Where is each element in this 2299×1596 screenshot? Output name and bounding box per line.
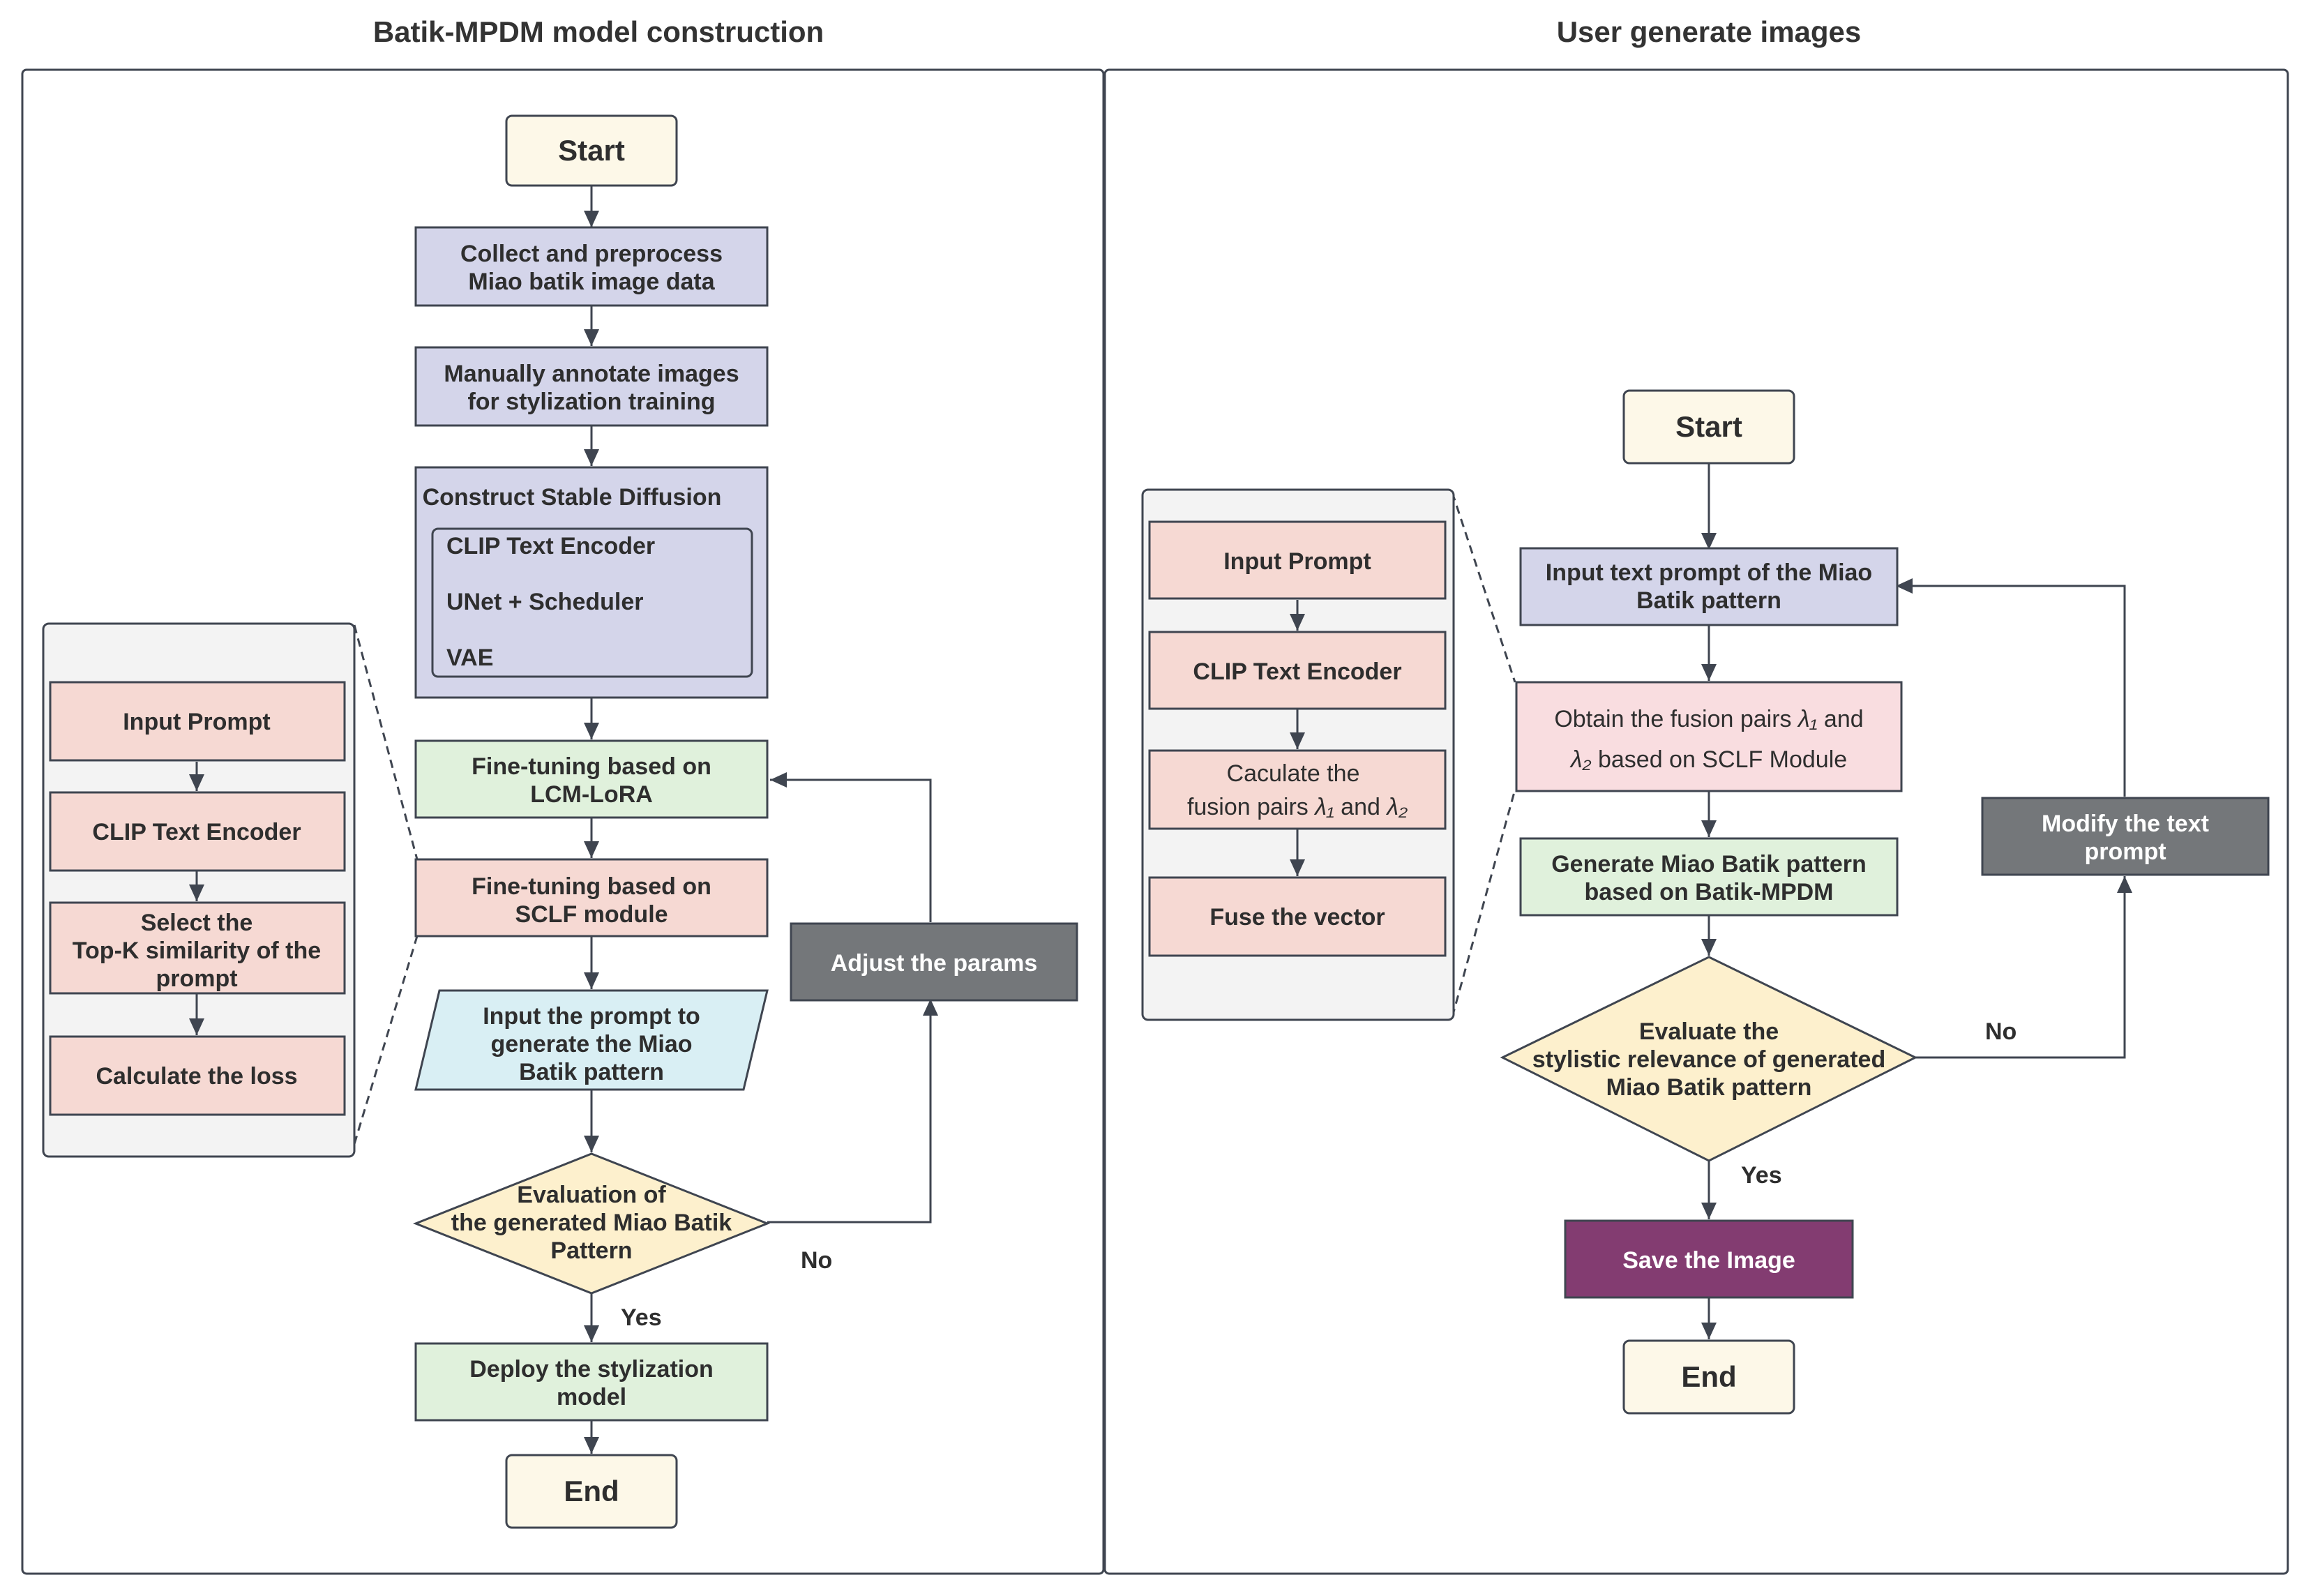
evaluate-line-3: Miao Batik pattern <box>1606 1074 1812 1101</box>
obtain-line-2: λ₂ based on SCLF Module <box>1569 746 1847 773</box>
right-end-node: End <box>1622 1339 1795 1415</box>
evaluation-line-1: Evaluation of <box>517 1182 666 1208</box>
evaluate-relevance-decision: Evaluate the stylistic relevance of gene… <box>1500 956 1918 1162</box>
evaluation-line-2: the generated Miao Batik <box>451 1210 732 1236</box>
adjust-params-step: Adjust the params <box>790 922 1078 1002</box>
evaluation-decision: Evaluation of the generated Miao Batik P… <box>412 1152 771 1295</box>
collect-line-1: Collect and preprocess <box>460 241 723 267</box>
save-image-step: Save the Image <box>1564 1219 1854 1299</box>
obtain-line-1-post: and <box>1817 706 1863 732</box>
input-text-line-2: Batik pattern <box>1636 587 1781 614</box>
obtain-line-2-post: based on SCLF Module <box>1592 746 1848 773</box>
right-detail-input-prompt: Input Prompt <box>1223 548 1371 575</box>
right-detail-calc-and: and <box>1334 794 1387 820</box>
construct-components-box <box>431 527 753 678</box>
right-detail-calc-pre: fusion pairs <box>1187 794 1315 820</box>
right-detail-lambda-1: λ₁ <box>1313 794 1334 820</box>
save-image-label: Save the Image <box>1622 1247 1795 1274</box>
right-panel-frame <box>1103 68 2289 1575</box>
generate-pattern-step: Generate Miao Batik pattern based on Bat… <box>1519 837 1899 917</box>
evaluate-line-2: stylistic relevance of generated <box>1532 1046 1885 1073</box>
finetune-sclf-line-2: SCLF module <box>515 901 668 928</box>
modify-prompt-step: Modify the text prompt <box>1981 797 2270 876</box>
left-sclf-detail-panel: Input Prompt CLIP Text Encoder Select th… <box>42 622 356 1158</box>
evaluation-line-3: Pattern <box>550 1237 632 1264</box>
right-no-label: No <box>1985 1018 2017 1045</box>
left-detail-input-prompt: Input Prompt <box>123 709 271 735</box>
left-end-node: End <box>505 1454 678 1529</box>
finetune-lcm-lora-step: Fine-tuning based on LCM-LoRA <box>414 739 769 819</box>
right-detail-calc-line-1: Caculate the <box>1227 760 1360 787</box>
obtain-line-1: Obtain the fusion pairs λ₁ and <box>1554 706 1863 732</box>
right-section-title: User generate images <box>1557 15 1862 48</box>
collect-line-2: Miao batik image data <box>468 269 715 295</box>
construct-item-vae: VAE <box>446 645 493 671</box>
obtain-line-1-pre: Obtain the fusion pairs <box>1554 706 1798 732</box>
right-detail-calc-line-2: fusion pairs λ₁ and λ₂ <box>1187 794 1408 820</box>
left-yes-label: Yes <box>621 1304 662 1331</box>
left-arrows <box>353 186 938 1454</box>
left-detail-clip: CLIP Text Encoder <box>92 819 301 845</box>
right-fusion-detail-panel: Input Prompt CLIP Text Encoder Caculate … <box>1141 488 1455 1021</box>
finetune-lcm-line-1: Fine-tuning based on <box>472 753 711 780</box>
finetune-sclf-line-1: Fine-tuning based on <box>472 873 711 900</box>
finetune-sclf-step: Fine-tuning based on SCLF module <box>414 858 769 938</box>
left-detail-loss: Calculate the loss <box>96 1063 297 1090</box>
evaluate-line-1: Evaluate the <box>1639 1018 1779 1045</box>
left-start-label: Start <box>558 134 625 167</box>
input-text-prompt-step: Input text prompt of the Miao Batik patt… <box>1519 547 1899 626</box>
collect-data-step: Collect and preprocess Miao batik image … <box>414 226 769 307</box>
deploy-line-1: Deploy the stylization <box>469 1356 714 1383</box>
left-start-node: Start <box>505 114 678 187</box>
construct-item-clip: CLIP Text Encoder <box>446 533 655 559</box>
input-prompt-io-line-1: Input the prompt to <box>483 1003 700 1030</box>
right-detail-fuse: Fuse the vector <box>1209 904 1385 931</box>
adjust-params-label: Adjust the params <box>831 950 1038 977</box>
input-prompt-io-step: Input the prompt to generate the Miao Ba… <box>414 989 769 1091</box>
modify-line-1: Modify the text <box>2042 811 2209 837</box>
left-detail-select-line-2: Top-K similarity of the <box>73 938 321 964</box>
finetune-lcm-line-2: LCM-LoRA <box>530 781 653 808</box>
obtain-lambda-1: λ₁ <box>1797 706 1817 732</box>
annotate-line-2: for stylization training <box>467 389 715 415</box>
construct-item-unet: UNet + Scheduler <box>446 589 643 615</box>
deploy-model-step: Deploy the stylization model <box>414 1342 769 1422</box>
input-prompt-io-line-2: generate the Miao <box>490 1031 692 1057</box>
left-end-label: End <box>564 1475 619 1507</box>
right-start-label: Start <box>1675 410 1742 443</box>
right-end-label: End <box>1681 1360 1736 1393</box>
left-no-label: No <box>801 1247 832 1274</box>
right-yes-label: Yes <box>1741 1162 1782 1189</box>
right-detail-lambda-2: λ₂ <box>1385 794 1408 820</box>
annotate-images-step: Manually annotate images for stylization… <box>414 346 769 427</box>
left-section-title: Batik-MPDM model construction <box>373 15 824 48</box>
right-start-node: Start <box>1622 389 1795 465</box>
construct-stable-diffusion-step: Construct Stable Diffusion CLIP Text Enc… <box>414 466 769 699</box>
obtain-lambda-2: λ₂ <box>1569 746 1592 773</box>
modify-line-2: prompt <box>2084 838 2166 865</box>
left-detail-select-line-1: Select the <box>141 910 253 936</box>
right-detail-clip: CLIP Text Encoder <box>1193 658 1401 685</box>
left-panel-frame <box>21 68 1105 1575</box>
input-text-line-1: Input text prompt of the Miao <box>1546 559 1872 586</box>
input-prompt-io-line-3: Batik pattern <box>519 1059 664 1085</box>
right-arrows <box>1451 463 2132 1339</box>
left-detail-select-line-3: prompt <box>156 965 237 992</box>
deploy-line-2: model <box>557 1384 626 1410</box>
annotate-line-1: Manually annotate images <box>444 361 739 387</box>
generate-line-2: based on Batik-MPDM <box>1584 879 1833 905</box>
construct-title: Construct Stable Diffusion <box>423 484 722 511</box>
obtain-fusion-pairs-step: Obtain the fusion pairs λ₁ and λ₂ based … <box>1515 681 1903 792</box>
generate-line-1: Generate Miao Batik pattern <box>1551 851 1867 878</box>
